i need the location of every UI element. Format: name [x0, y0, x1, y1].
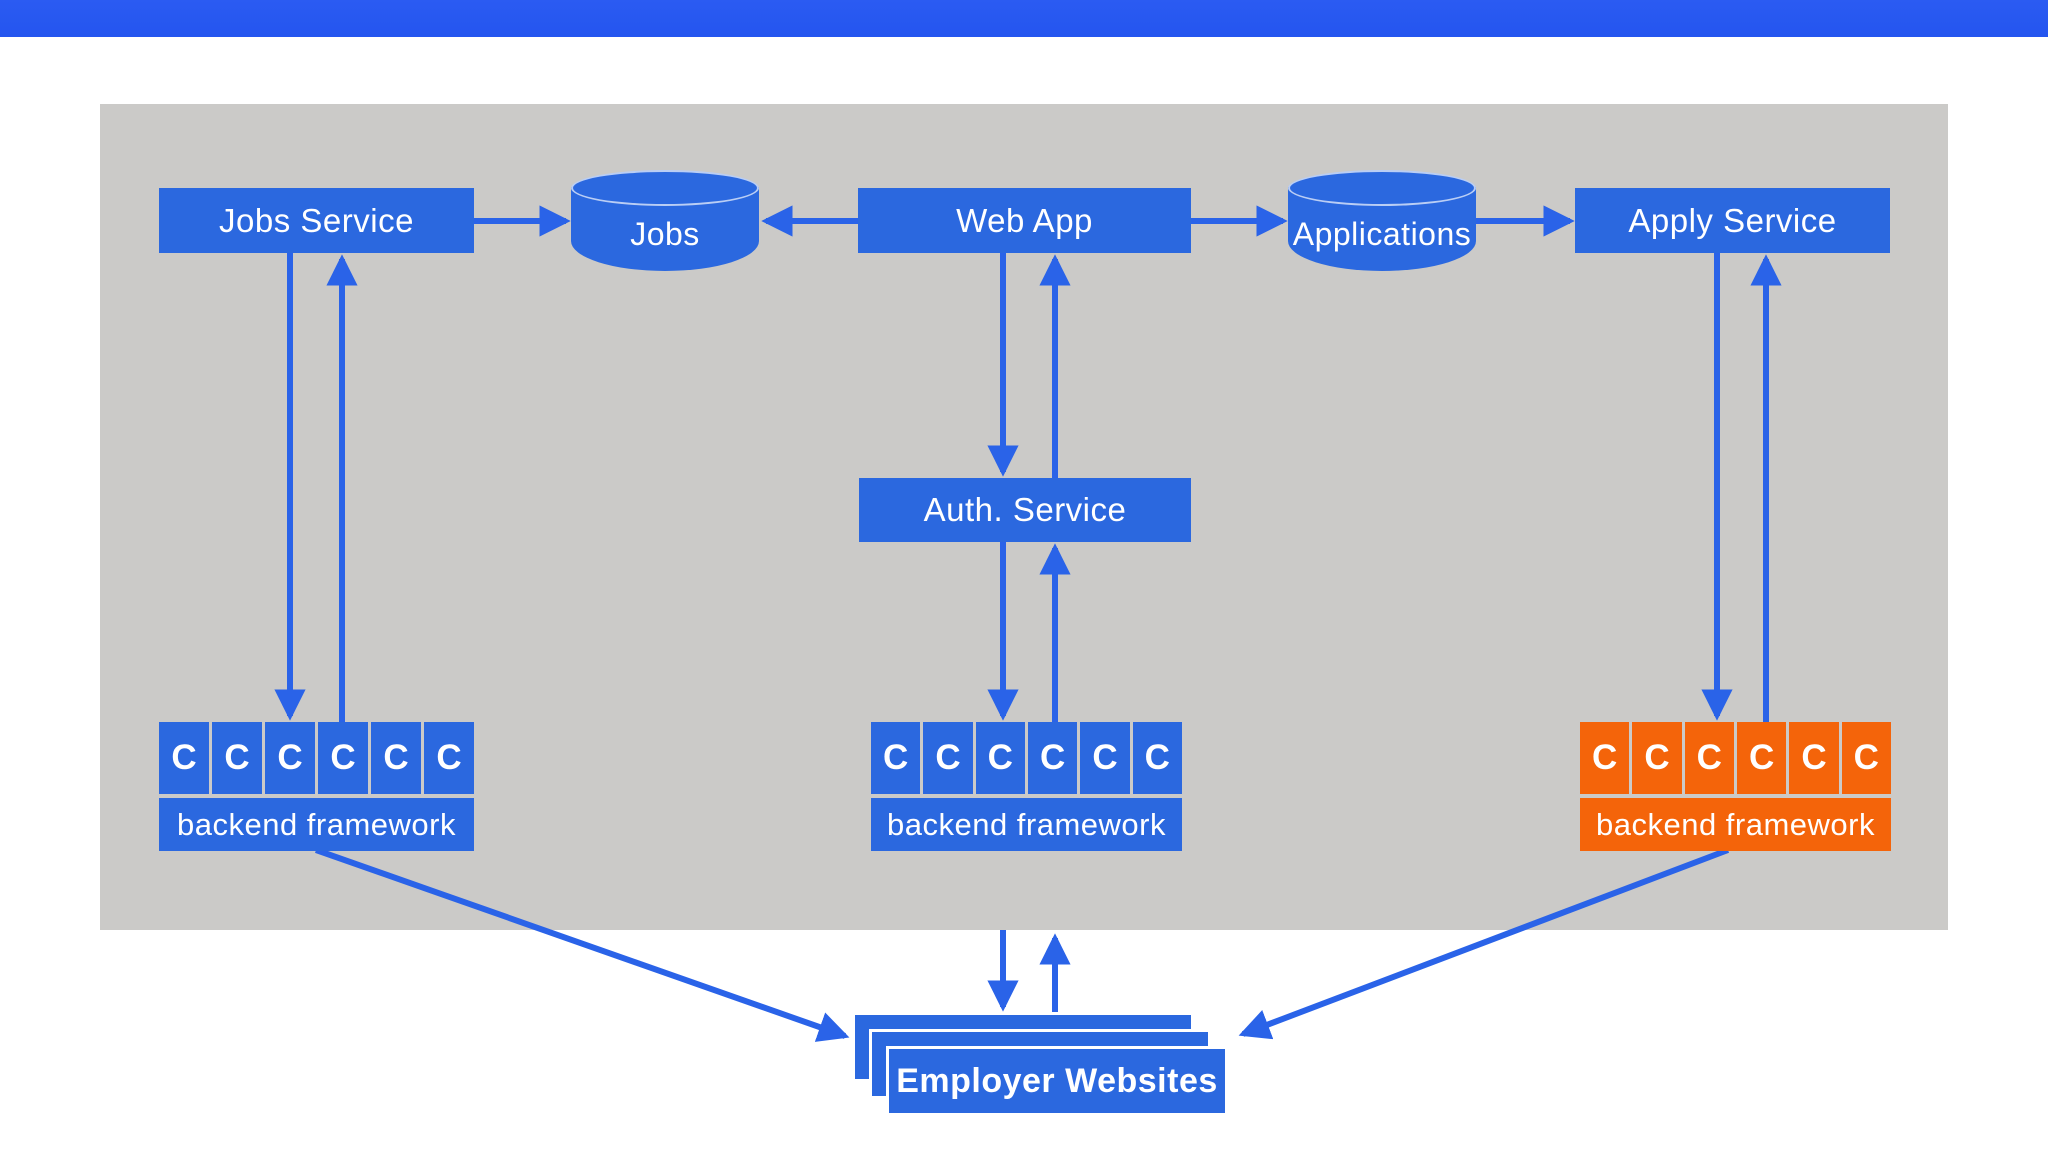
- jobs-db-label: Jobs: [630, 216, 700, 252]
- component-cell: C: [371, 722, 421, 794]
- web-app-box: Web App: [858, 188, 1191, 253]
- component-cell: C: [424, 722, 474, 794]
- component-cell: C: [1736, 722, 1787, 794]
- employer-websites-box: Employer Websites: [886, 1046, 1228, 1116]
- employer-websites-label: Employer Websites: [896, 1061, 1218, 1100]
- backend-framework-label: backend framework: [1580, 798, 1891, 851]
- jobs-service-label: Jobs Service: [219, 201, 414, 239]
- jobs-database-cylinder: Jobs: [571, 170, 759, 271]
- component-cell: C: [1580, 722, 1630, 794]
- component-cell: C: [1080, 722, 1130, 794]
- component-cell: C: [159, 722, 209, 794]
- applications-database-cylinder: Applications: [1288, 170, 1476, 271]
- backend-framework-label: backend framework: [871, 798, 1182, 851]
- cylinder-lid: [1288, 170, 1476, 206]
- apply-service-label: Apply Service: [1628, 201, 1837, 239]
- component-cell: C: [265, 722, 315, 794]
- component-cell: C: [923, 722, 973, 794]
- component-cell: C: [1684, 722, 1734, 794]
- applications-db-label: Applications: [1292, 216, 1472, 252]
- jobs-service-box: Jobs Service: [159, 188, 474, 253]
- component-cell: C: [1132, 722, 1182, 794]
- component-cell: C: [1632, 722, 1682, 794]
- component-cell: C: [318, 722, 368, 794]
- top-header-bar: [0, 0, 2048, 37]
- apply-service-box: Apply Service: [1575, 188, 1890, 253]
- component-cell: C: [1841, 722, 1891, 794]
- auth-service-label: Auth. Service: [923, 491, 1127, 528]
- component-cell: C: [871, 722, 921, 794]
- component-cell: C: [975, 722, 1025, 794]
- component-cell: C: [212, 722, 262, 794]
- component-cell: C: [1027, 722, 1078, 794]
- auth-service-box: Auth. Service: [859, 478, 1191, 542]
- web-app-label: Web App: [956, 201, 1093, 239]
- component-cell: C: [1789, 722, 1839, 794]
- backend-framework-label: backend framework: [159, 798, 474, 851]
- cylinder-lid: [571, 170, 759, 206]
